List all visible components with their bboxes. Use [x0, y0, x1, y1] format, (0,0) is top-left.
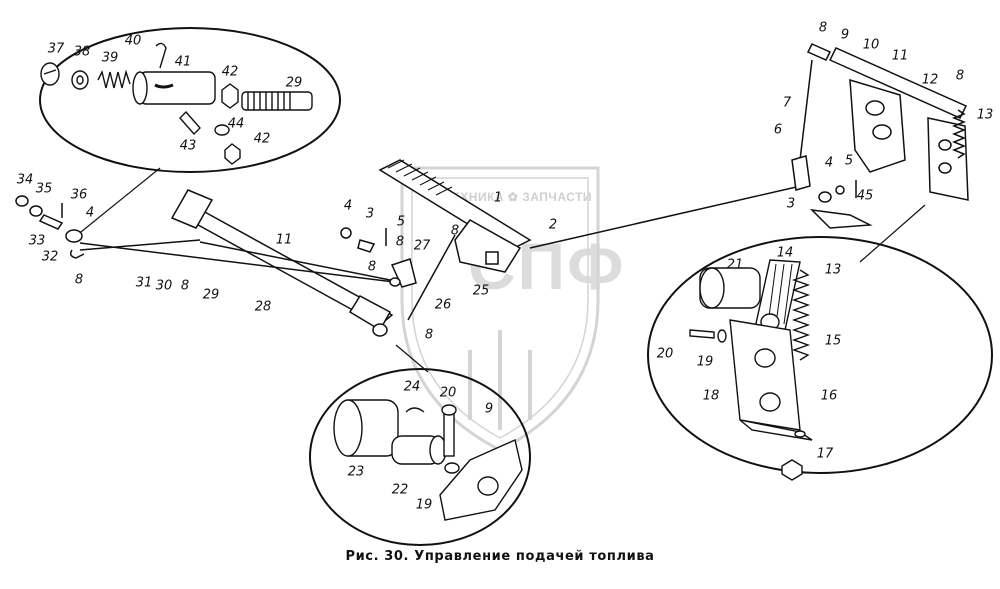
- part-label-43: 43: [179, 138, 197, 154]
- part-label-38: 38: [73, 44, 91, 60]
- part-label-45: 45: [856, 188, 874, 204]
- part-label-11: 11: [275, 232, 293, 248]
- part-label-4: 4: [824, 155, 834, 171]
- part-label-9: 9: [484, 401, 494, 417]
- part-label-29: 29: [202, 287, 220, 303]
- part-label-10: 10: [862, 37, 880, 53]
- part-label-8: 8: [450, 223, 460, 239]
- part-label-29: 29: [285, 75, 303, 91]
- part-label-8: 8: [180, 278, 190, 294]
- part-label-19: 19: [696, 354, 714, 370]
- part-label-44: 44: [227, 116, 245, 132]
- part-label-3: 3: [365, 206, 375, 222]
- part-label-36: 36: [70, 187, 88, 203]
- part-label-19: 19: [415, 497, 433, 513]
- part-label-27: 27: [413, 238, 431, 254]
- part-label-20: 20: [439, 385, 457, 401]
- detail-top-left: [39, 27, 341, 237]
- part-label-42: 42: [221, 64, 239, 80]
- part-label-13: 13: [976, 107, 994, 123]
- detail-bottom-center: [309, 368, 531, 546]
- main-linkage: [15, 159, 806, 373]
- part-label-2: 2: [548, 217, 558, 233]
- part-label-26: 26: [434, 297, 452, 313]
- part-label-8: 8: [818, 20, 828, 36]
- part-label-7: 7: [782, 95, 792, 111]
- part-label-28: 28: [254, 299, 272, 315]
- part-label-6: 6: [773, 122, 783, 138]
- part-label-12: 12: [921, 72, 939, 88]
- part-label-5: 5: [396, 214, 406, 230]
- part-label-40: 40: [124, 33, 142, 49]
- part-label-42: 42: [253, 131, 271, 147]
- right-assembly: [791, 43, 969, 263]
- part-label-22: 22: [391, 482, 409, 498]
- part-label-4: 4: [343, 198, 353, 214]
- part-label-23: 23: [347, 464, 365, 480]
- part-label-18: 18: [702, 388, 720, 404]
- part-label-35: 35: [35, 181, 53, 197]
- part-label-8: 8: [955, 68, 965, 84]
- part-label-11: 11: [891, 48, 909, 64]
- part-label-31: 31: [135, 275, 153, 291]
- part-label-20: 20: [656, 346, 674, 362]
- part-label-15: 15: [824, 333, 842, 349]
- part-label-37: 37: [47, 41, 65, 57]
- part-label-8: 8: [424, 327, 434, 343]
- part-label-8: 8: [395, 234, 405, 250]
- part-label-9: 9: [840, 27, 850, 43]
- part-label-39: 39: [101, 50, 119, 66]
- part-label-1: 1: [493, 190, 503, 206]
- part-label-24: 24: [403, 379, 421, 395]
- figure-caption: Рис. 30. Управление подачей топлива: [345, 549, 655, 564]
- part-label-4: 4: [85, 205, 95, 221]
- part-label-8: 8: [367, 259, 377, 275]
- part-label-17: 17: [816, 446, 834, 462]
- detail-right: [647, 236, 993, 481]
- part-label-25: 25: [472, 283, 490, 299]
- part-label-34: 34: [16, 172, 34, 188]
- part-label-14: 14: [776, 245, 794, 261]
- part-label-33: 33: [28, 233, 46, 249]
- part-label-21: 21: [726, 257, 744, 273]
- part-label-16: 16: [820, 388, 838, 404]
- part-label-32: 32: [41, 249, 59, 265]
- part-label-3: 3: [786, 196, 796, 212]
- watermark-text: ТЕХНИКА ✿ ЗАПЧАСТИ: [443, 190, 593, 204]
- part-label-8: 8: [74, 272, 84, 288]
- part-label-5: 5: [844, 153, 854, 169]
- part-label-13: 13: [824, 262, 842, 278]
- part-label-30: 30: [155, 278, 173, 294]
- watermark-shield: [400, 166, 600, 452]
- part-label-41: 41: [174, 54, 192, 70]
